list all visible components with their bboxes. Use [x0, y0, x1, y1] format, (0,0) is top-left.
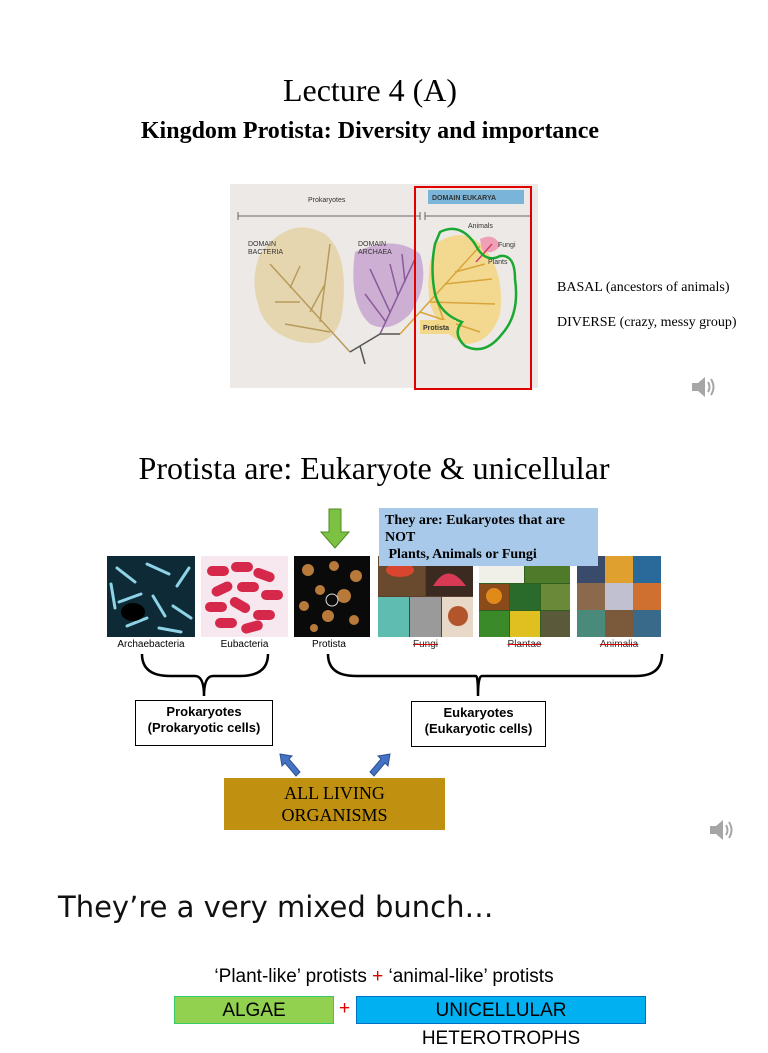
note-line-2: NOT: [385, 530, 416, 545]
note-diverse: DIVERSE (crazy, messy group): [557, 315, 737, 330]
algae-box: ALGAE: [174, 996, 334, 1024]
label-plantae: Plantae: [507, 639, 542, 650]
all-line-1: ALL LIVING: [284, 783, 385, 803]
heterotrophs-box: UNICELLULAR HETEROTROPHS: [356, 996, 646, 1049]
tree-of-life-diagram: Prokaryotes DOMAIN EUKARYA: [237, 190, 530, 365]
tree-of-life-image: Prokaryotes DOMAIN EUKARYA: [230, 184, 538, 388]
slide3-title: They’re a very mixed bunch…: [58, 890, 494, 924]
note-line-3: Plants, Animals or Fungi: [385, 547, 537, 562]
animal-like-text: ‘animal-like’ protists: [388, 966, 554, 987]
prokaryotes-title: Prokaryotes: [166, 704, 242, 719]
eukaryotes-title: Eukaryotes: [443, 705, 514, 720]
slide2-title: Protista are: Eukaryote & unicellular: [138, 450, 610, 486]
plus-sign: +: [372, 966, 384, 987]
tree-archaea-label-2: ARCHAEA: [358, 249, 392, 256]
prokaryotes-subtitle: (Prokaryotic cells): [147, 720, 261, 735]
eukaryotes-subtitle: (Eukaryotic cells): [424, 721, 533, 736]
protist-types-line: ‘Plant-like’ protists + ‘animal-like’ pr…: [0, 966, 768, 988]
eubacteria-image: [201, 556, 288, 637]
prokaryotes-brace: [140, 652, 270, 705]
label-protista: Protista: [312, 639, 346, 650]
speaker-icon[interactable]: [690, 374, 718, 400]
note-line-1: They are: Eukaryotes that are: [385, 513, 565, 528]
label-animalia: Animalia: [599, 639, 639, 650]
eukaryotes-brace: [326, 652, 664, 705]
label-fungi: Fungi: [412, 639, 438, 650]
prokaryotes-box: Prokaryotes (Prokaryotic cells): [135, 700, 273, 746]
tree-plants-label: Plants: [488, 259, 508, 266]
plus-sign-2: +: [339, 998, 351, 1019]
speaker-icon[interactable]: [708, 817, 736, 843]
lecture-title: Lecture 4 (A): [282, 72, 458, 108]
all-living-organisms-box: ALL LIVING ORGANISMS: [224, 778, 445, 830]
fungi-image: [378, 556, 473, 637]
plant-like-text: ‘Plant-like’ protists: [214, 966, 367, 987]
blue-arrow-right-icon: [368, 752, 392, 783]
tree-protista-label: Protista: [423, 325, 449, 332]
green-down-arrow-icon: [319, 508, 351, 555]
tree-animals-label: Animals: [468, 223, 493, 230]
tree-fungi-label: Fungi: [498, 242, 516, 249]
all-line-2: ORGANISMS: [281, 805, 388, 825]
label-eubacteria: Eubacteria: [220, 639, 269, 650]
archaebacteria-image: [107, 556, 195, 637]
tree-bacteria-label-1: DOMAIN: [248, 241, 276, 248]
protista-image: [294, 556, 370, 637]
tree-eukarya-label: DOMAIN EUKARYA: [432, 195, 496, 202]
animalia-image: [577, 556, 661, 637]
eukarya-highlight-box: [414, 186, 532, 390]
eukaryotes-box: Eukaryotes (Eukaryotic cells): [411, 701, 546, 747]
note-basal: BASAL (ancestors of animals): [557, 280, 730, 295]
tree-prokaryotes-label: Prokaryotes: [308, 197, 346, 204]
blue-arrow-left-icon: [278, 752, 302, 783]
plantae-image: [479, 556, 570, 637]
tree-bacteria-label-2: BACTERIA: [248, 249, 283, 256]
lecture-subtitle: Kingdom Protista: Diversity and importan…: [140, 118, 600, 144]
label-archaebacteria: Archaebacteria: [117, 639, 185, 650]
protista-definition-box: They are: Eukaryotes that are NOT Plants…: [379, 508, 598, 566]
tree-archaea-label-1: DOMAIN: [358, 241, 386, 248]
